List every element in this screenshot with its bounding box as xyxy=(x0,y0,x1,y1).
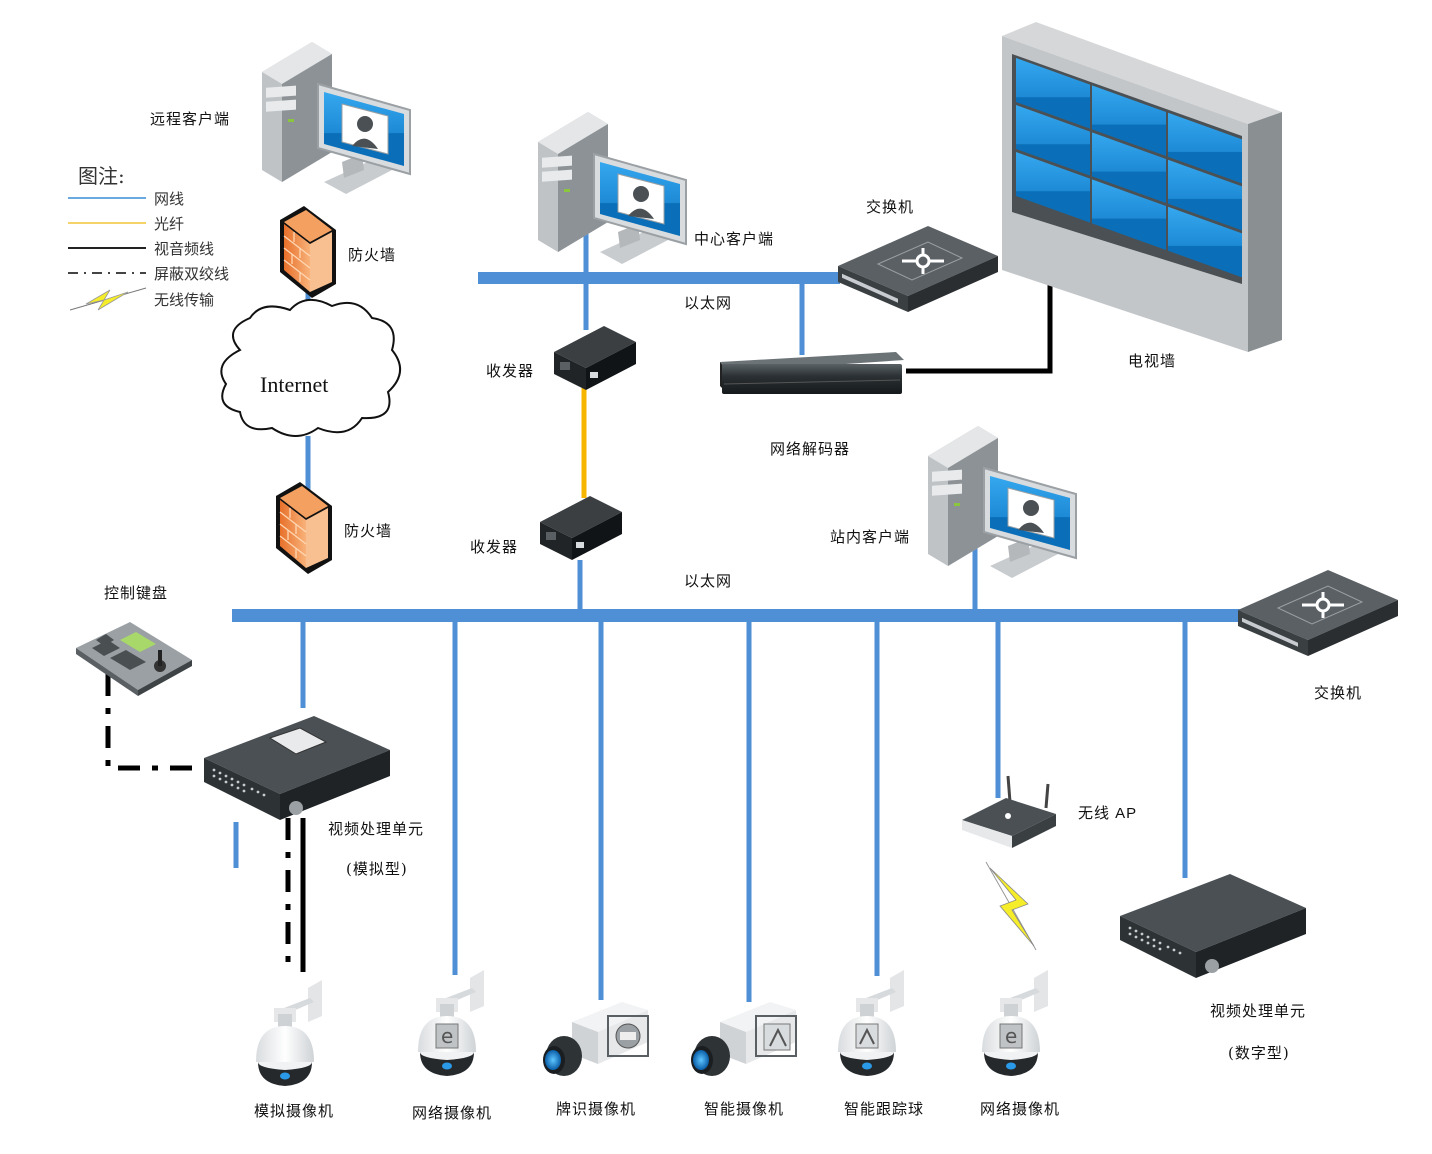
tv-screen xyxy=(1168,206,1242,278)
tv-screen xyxy=(1016,58,1090,129)
firewall-bottom-icon xyxy=(275,481,333,575)
svg-text:e: e xyxy=(441,1024,453,1048)
tv-wall-label: 电视墙 xyxy=(1128,352,1177,370)
dvr-digital-label: 视频处理单元 xyxy=(1210,1002,1307,1020)
ethernet-top-label: 以太网 xyxy=(684,294,733,312)
legend-label-fiber: 光纤 xyxy=(154,215,185,233)
legend-label-av: 视音频线 xyxy=(154,240,215,258)
dvr-analog-type-label: (模拟型) xyxy=(346,860,408,878)
tv-wall-icon xyxy=(1002,22,1282,352)
camera-label: 网络摄像机 xyxy=(980,1100,1061,1118)
legend-swatch-wireless xyxy=(69,287,147,311)
runner-badge-icon xyxy=(763,1023,791,1051)
dvr-analog-logo-icon xyxy=(268,727,328,755)
internet-cloud-icon xyxy=(220,299,401,437)
wireless-transmission-icon xyxy=(985,861,1037,951)
runner-badge-icon xyxy=(855,1023,879,1049)
switch-top-label: 交换机 xyxy=(866,198,915,216)
tv-wall-screens xyxy=(1016,58,1242,278)
station-client-pc-icon xyxy=(927,425,1077,579)
tv-screen xyxy=(1016,105,1090,176)
transceiver-top-icon xyxy=(554,326,636,390)
dvr-digital-icon xyxy=(1120,874,1306,978)
ethernet-bus-top xyxy=(478,272,840,284)
switch-bottom-label: 交换机 xyxy=(1314,684,1363,702)
legend-label-network: 网线 xyxy=(154,190,185,208)
wireless-ap-label: 无线 AP xyxy=(1078,805,1138,822)
control-keyboard-label: 控制键盘 xyxy=(104,584,169,602)
camera-label: 牌识摄像机 xyxy=(556,1100,637,1118)
car-badge-icon xyxy=(615,1023,641,1049)
svg-text:e: e xyxy=(1005,1024,1017,1048)
firewall-top-label: 防火墙 xyxy=(348,246,397,264)
transceiver-bottom-icon xyxy=(540,496,622,560)
ethernet-bottom-label: 以太网 xyxy=(684,572,733,590)
remote-client-pc-icon xyxy=(261,41,411,195)
ethernet-bus-bottom xyxy=(232,609,1242,622)
legend-title: 图注: xyxy=(78,164,125,188)
switch-bottom-icon xyxy=(1236,568,1400,658)
legend-label-shielded: 屏蔽双绞线 xyxy=(154,265,230,283)
camera-label: 模拟摄像机 xyxy=(254,1102,335,1120)
ie-badge-icon: e xyxy=(999,1023,1023,1049)
control-keyboard-icon xyxy=(76,622,192,696)
camera-label: 智能摄像机 xyxy=(704,1100,785,1118)
tv-screen xyxy=(1016,152,1090,223)
firewall-bottom-label: 防火墙 xyxy=(344,522,393,540)
transceiver-top-label: 收发器 xyxy=(486,362,535,380)
shielded-cable-keyboard-dvr xyxy=(105,674,200,771)
tv-screen xyxy=(1168,159,1242,231)
center-client-label: 中心客户端 xyxy=(694,230,775,248)
network-decoder-icon xyxy=(720,352,904,394)
internet-label: Internet xyxy=(260,372,329,397)
network-cables xyxy=(233,226,1188,1002)
legend-label-wireless: 无线传输 xyxy=(154,291,215,309)
dvr-analog-label: 视频处理单元 xyxy=(328,820,425,838)
dvr-digital-type-label: (数字型) xyxy=(1228,1044,1290,1062)
tv-screen xyxy=(1092,132,1166,203)
ie-badge-icon: e xyxy=(435,1023,459,1049)
tv-screen xyxy=(1092,85,1166,156)
network-camera-1-icon xyxy=(418,970,484,1076)
av-cable-decoder-tvwall xyxy=(906,283,1053,374)
center-client-pc-icon xyxy=(537,111,687,265)
legend-swatches xyxy=(68,197,147,311)
remote-client-label: 远程客户端 xyxy=(150,110,231,128)
switch-top-icon xyxy=(836,224,1000,314)
transceiver-bottom-label: 收发器 xyxy=(470,538,519,556)
camera-label: 智能跟踪球 xyxy=(844,1100,925,1118)
station-client-label: 站内客户端 xyxy=(830,528,911,546)
firewall-top-icon xyxy=(279,205,337,299)
decoder-label: 网络解码器 xyxy=(770,440,851,458)
smart-tracking-dome-icon xyxy=(838,970,904,1076)
network-camera-2-icon xyxy=(982,970,1048,1076)
analog-camera-icon xyxy=(256,980,322,1086)
wireless-ap-icon xyxy=(962,775,1056,848)
tv-screen xyxy=(1168,112,1242,184)
camera-label: 网络摄像机 xyxy=(412,1104,493,1122)
tv-screen xyxy=(1092,179,1166,250)
